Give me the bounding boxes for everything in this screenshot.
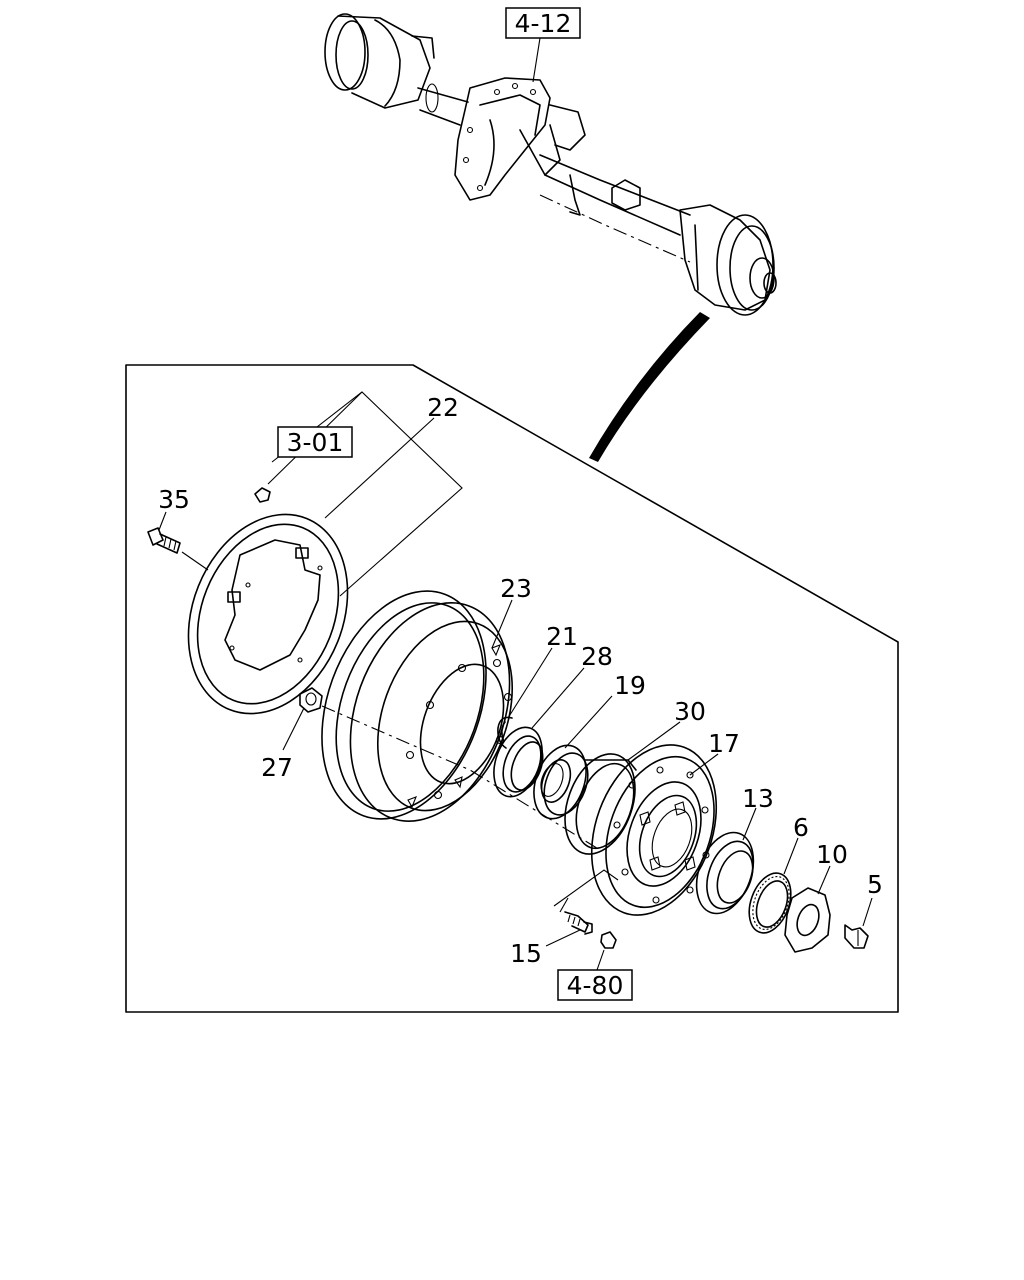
callout-19: 19 [614,671,646,700]
clip-part [254,487,271,503]
axis-centerline [321,705,601,851]
callout-17: 17 [708,729,740,758]
callout-10: 10 [816,840,848,869]
callout-35: 35 [158,485,190,514]
detail-pointer-wedge [589,312,710,462]
bracket-lines [271,391,463,597]
callout-21: 21 [546,622,578,651]
callout-30: 30 [674,697,706,726]
bearing-13 [695,831,755,915]
leader-lines [158,417,873,947]
bolt-35 [147,527,209,571]
callout-23: 23 [500,574,532,603]
callout-5: 5 [867,870,883,899]
lock-plate-10 [784,887,831,953]
ref-box-3-01: 3-01 [277,426,353,458]
bracket-15 [553,869,619,907]
ref-box-4-12: 4-12 [505,7,581,83]
ref-label-4-12: 4-12 [515,9,572,38]
callout-6: 6 [793,813,809,842]
callout-27: 27 [261,753,293,782]
callout-labels: 22 35 23 21 28 19 30 17 13 6 10 5 27 15 [158,393,883,968]
ref-label-4-80: 4-80 [567,971,624,1000]
detail-frame [125,364,899,1013]
rear-axle-assembly [324,13,777,316]
ref-label-3-01: 3-01 [287,428,344,457]
callout-28: 28 [581,642,613,671]
callout-22: 22 [427,393,459,422]
callout-13: 13 [742,784,774,813]
nut-4-80 [600,931,617,949]
bearing-19 [533,744,589,820]
ref-box-4-80: 4-80 [557,949,633,1001]
callout-15: 15 [510,939,542,968]
brake-drum [321,590,514,822]
backing-plate [187,513,349,715]
bolt-5 [844,924,869,949]
bolt-15 [564,911,593,935]
nut-27 [299,687,323,713]
